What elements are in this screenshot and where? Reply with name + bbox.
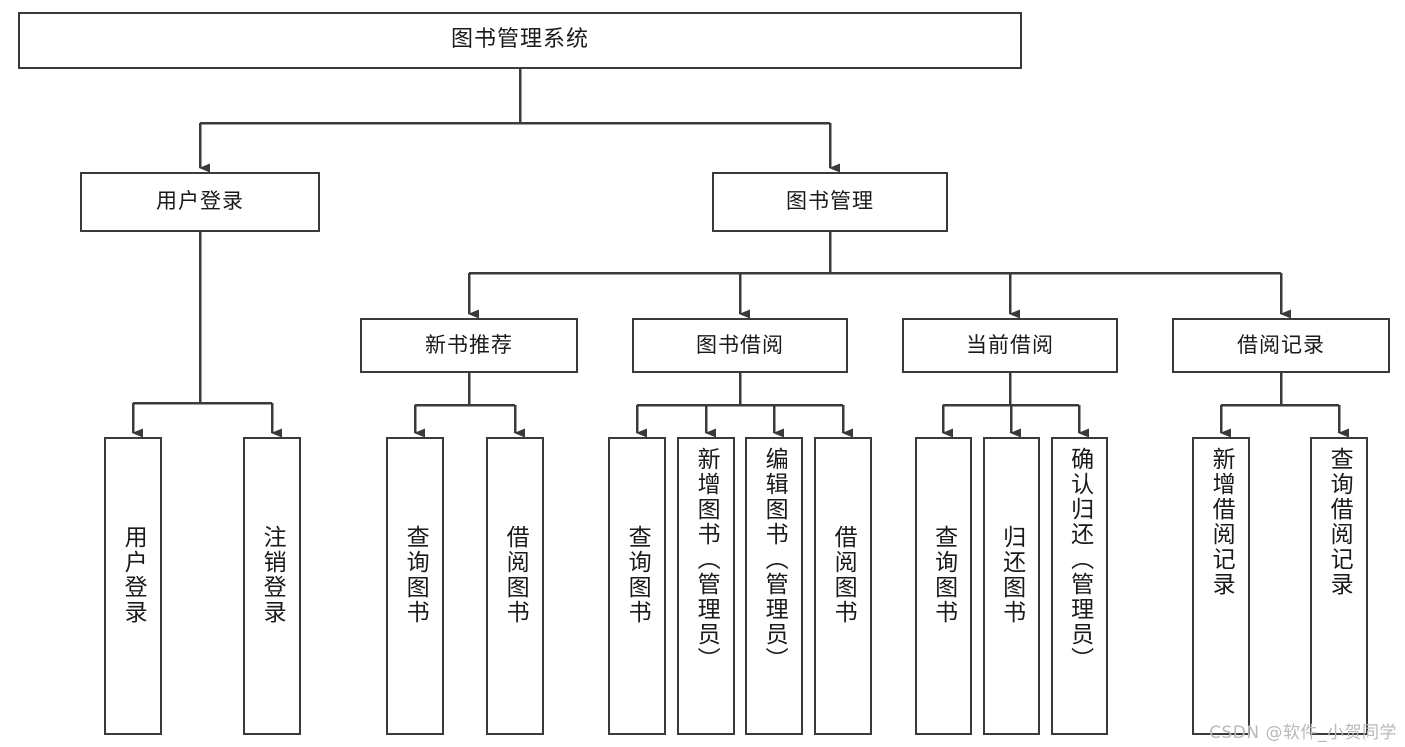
leaf-node[interactable]: 编辑图书（管理员） [745,437,803,735]
leaf-label: 新增图书（管理员） [693,447,720,672]
csdn-watermark: CSDN @软件_小贺同学 [1209,723,1397,743]
leaf-label: 借阅图书 [830,525,857,625]
leaf-label: 查询图书 [402,525,429,625]
node-label: 当前借阅 [966,332,1054,357]
leaf-label: 注销登录 [259,525,286,625]
leaf-label: 借阅图书 [502,525,529,625]
leaf-node[interactable]: 查询图书 [386,437,444,735]
leaf-node[interactable]: 注销登录 [243,437,301,735]
leaf-node[interactable]: 查询借阅记录 [1310,437,1368,735]
node-borrow-record[interactable]: 借阅记录 [1172,318,1390,373]
leaf-label: 查询借阅记录 [1326,447,1353,597]
leaf-node[interactable]: 借阅图书 [486,437,544,735]
node-book-borrow[interactable]: 图书借阅 [632,318,848,373]
leaf-node[interactable]: 新增借阅记录 [1192,437,1250,735]
leaf-node[interactable]: 新增图书（管理员） [677,437,735,735]
node-label: 借阅记录 [1237,332,1325,357]
node-user-login[interactable]: 用户登录 [80,172,320,232]
node-book-management[interactable]: 图书管理 [712,172,948,232]
leaf-label: 归还图书 [998,525,1025,625]
node-new-book-recommend[interactable]: 新书推荐 [360,318,578,373]
leaf-label: 新增借阅记录 [1208,447,1235,597]
leaf-label: 查询图书 [624,525,651,625]
leaf-label: 查询图书 [930,525,957,625]
leaf-node[interactable]: 查询图书 [915,437,972,735]
leaf-label: 编辑图书（管理员） [761,447,788,672]
node-label: 新书推荐 [425,332,513,357]
leaf-node[interactable]: 确认归还（管理员） [1051,437,1108,735]
leaf-node[interactable]: 归还图书 [983,437,1040,735]
node-current-borrow[interactable]: 当前借阅 [902,318,1118,373]
node-root-system[interactable]: 图书管理系统 [18,12,1022,69]
node-label: 图书管理 [786,189,874,214]
leaf-label: 确认归还（管理员） [1066,447,1093,672]
node-label: 图书管理系统 [450,27,589,53]
node-label: 图书借阅 [696,332,784,357]
leaf-node[interactable]: 借阅图书 [814,437,872,735]
node-label: 用户登录 [156,189,244,214]
leaf-node[interactable]: 查询图书 [608,437,666,735]
leaf-node[interactable]: 用户登录 [104,437,162,735]
leaf-label: 用户登录 [120,525,147,625]
